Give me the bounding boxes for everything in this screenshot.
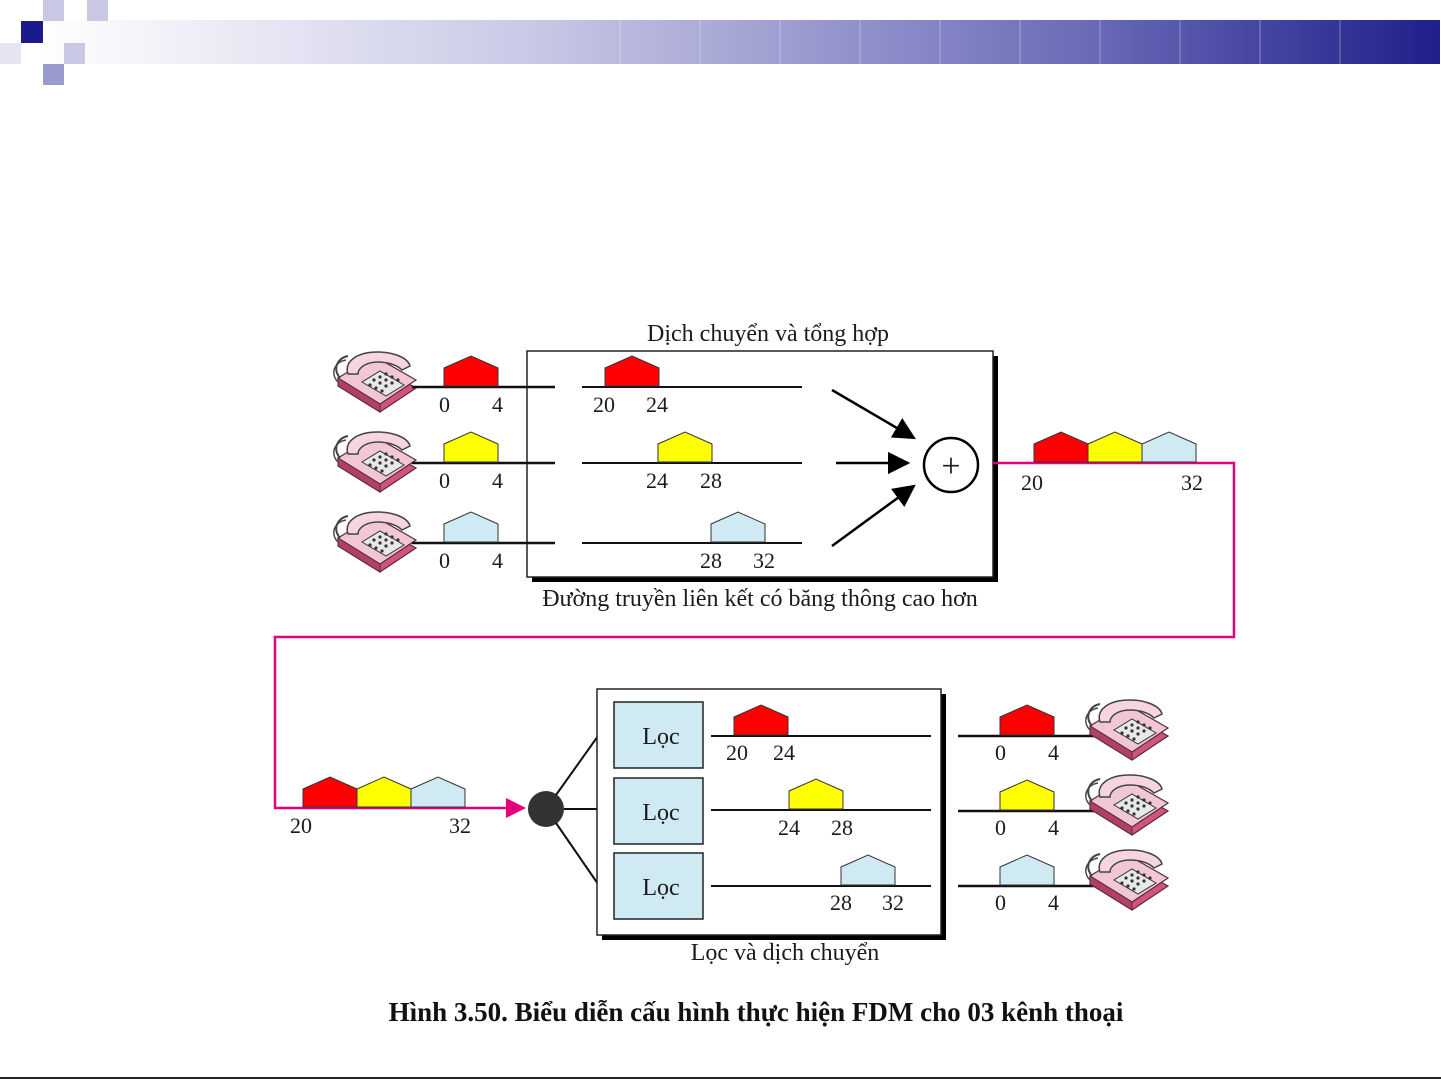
in3-high: 4 <box>492 548 503 573</box>
in1-low: 0 <box>439 392 450 417</box>
sh3-low: 28 <box>700 548 722 573</box>
dm2-low: 24 <box>778 815 800 840</box>
header-square-dark <box>21 21 43 43</box>
composite-top-yellow <box>1088 432 1142 462</box>
link-label: Đường truyền liên kết có băng thông cao … <box>542 586 978 612</box>
header-square-light-1 <box>43 0 64 21</box>
sh3-high: 32 <box>753 548 775 573</box>
adder-plus: + <box>941 448 960 485</box>
header-square-pale <box>0 43 21 64</box>
dm3-low: 28 <box>830 890 852 915</box>
telephone-icon <box>334 352 416 412</box>
telephone-icon <box>1086 700 1168 760</box>
demux-title: Lọc và dịch chuyển <box>691 940 880 966</box>
composite-bottom-yellow <box>357 777 411 807</box>
figure-caption: Hình 3.50. Biểu diễn cấu hình thực hiện … <box>389 997 1124 1027</box>
dm1-low: 20 <box>726 740 748 765</box>
composite-top-high: 32 <box>1181 470 1203 495</box>
dm2-high: 28 <box>831 815 853 840</box>
header-gradient-bar <box>40 20 1440 64</box>
composite-bottom-lightblue <box>411 777 465 807</box>
splitter-node <box>528 791 564 827</box>
out2-high: 4 <box>1048 815 1059 840</box>
composite-bottom-high: 32 <box>449 813 471 838</box>
split-line-3 <box>556 823 598 884</box>
header-square-mid <box>43 64 64 85</box>
in2-high: 4 <box>492 468 503 493</box>
telephone-icon <box>1086 850 1168 910</box>
filter-label-2: Lọc <box>642 800 679 826</box>
out-spectrum-lightblue <box>1000 855 1054 885</box>
mux-section: Dịch chuyển và tổng hợp 0 4 0 4 0 4 20 2… <box>334 321 998 612</box>
out3-low: 0 <box>995 890 1006 915</box>
demux-section: Lọc Lọc Lọc 20 24 24 28 28 32 Lọc và dịc… <box>528 689 1168 966</box>
sh1-high: 24 <box>646 392 668 417</box>
composite-top-red <box>1034 432 1088 462</box>
out1-low: 0 <box>995 740 1006 765</box>
filter-label-3: Lọc <box>642 875 679 901</box>
dm3-high: 32 <box>882 890 904 915</box>
out1-high: 4 <box>1048 740 1059 765</box>
dm1-high: 24 <box>773 740 795 765</box>
spectrum-yellow <box>444 432 498 462</box>
in1-high: 4 <box>492 392 503 417</box>
out3-high: 4 <box>1048 890 1059 915</box>
telephone-icon <box>334 512 416 572</box>
sh2-low: 24 <box>646 468 668 493</box>
composite-bottom-red <box>303 777 357 807</box>
telephone-icon <box>1086 775 1168 835</box>
mux-title: Dịch chuyển và tổng hợp <box>647 321 889 347</box>
out-spectrum-red <box>1000 705 1054 735</box>
spectrum-red <box>444 356 498 386</box>
filter-label-1: Lọc <box>642 724 679 750</box>
bottom-divider <box>0 1077 1441 1079</box>
split-line-1 <box>556 736 598 795</box>
sh2-high: 28 <box>700 468 722 493</box>
out2-low: 0 <box>995 815 1006 840</box>
composite-bottom-low: 20 <box>290 813 312 838</box>
sh1-low: 20 <box>593 392 615 417</box>
in2-low: 0 <box>439 468 450 493</box>
header-square-light-2 <box>87 0 108 21</box>
composite-top-lightblue <box>1142 432 1196 462</box>
composite-top-low: 20 <box>1021 470 1043 495</box>
out-spectrum-yellow <box>1000 780 1054 810</box>
in3-low: 0 <box>439 548 450 573</box>
telephone-icon <box>334 432 416 492</box>
header-square-light-3 <box>64 43 85 64</box>
slide-header <box>0 0 1440 85</box>
spectrum-lightblue <box>444 512 498 542</box>
